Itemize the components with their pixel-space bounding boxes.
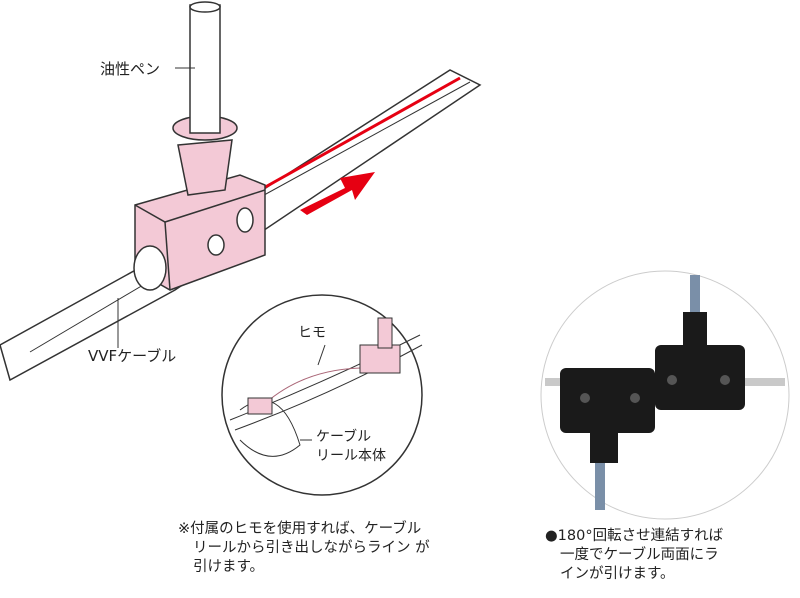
pen-label: 油性ペン: [100, 60, 161, 78]
note-right-line3: インが引けます。: [560, 566, 675, 582]
direction-arrow: [300, 172, 375, 215]
marker-tool: [133, 1, 266, 291]
note-left-line1: ※付属のヒモを使用すれば、ケーブル: [178, 521, 422, 537]
reel-label: ケーブル リール本体: [316, 428, 386, 466]
note-left-line2: リールから引き出しながらライン が: [193, 540, 430, 556]
reel-label-line2: リール本体: [316, 448, 386, 464]
note-right-line2: 一度でケーブル両面にラ: [560, 547, 719, 563]
note-right-line1: ●180°回転させ連結すれば: [545, 528, 724, 544]
note-right: ●180°回転させ連結すれば 一度でケーブル両面にラ インが引けます。: [545, 527, 723, 584]
product-photo: [540, 270, 790, 520]
cable-label: VVFケーブル: [88, 347, 177, 365]
reel-label-line1: ケーブル: [316, 429, 372, 445]
string-label: ヒモ: [298, 325, 326, 341]
note-left: ※付属のヒモを使用すれば、ケーブル リールから引き出しながらライン が 引けます…: [178, 520, 430, 577]
inset-circle: [221, 294, 423, 496]
note-left-line3: 引けます。: [193, 559, 265, 575]
